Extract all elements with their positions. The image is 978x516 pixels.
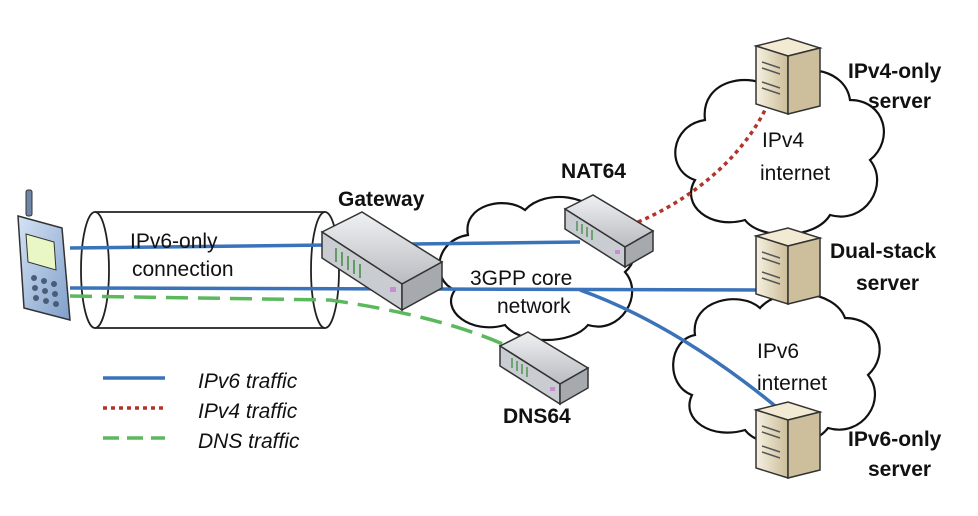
mobile-phone-icon — [17, 189, 71, 321]
nat64-label: NAT64 — [561, 160, 626, 183]
tunnel-label-line2: connection — [132, 258, 234, 281]
dual-stack-server-icon — [753, 227, 823, 306]
ipv4-server-label-line2: server — [868, 90, 931, 113]
legend-label-ipv6: IPv6 traffic — [198, 370, 298, 393]
gateway-router-icon — [320, 211, 444, 312]
core-network-label-line2: network — [497, 295, 571, 318]
ipv6-only-server-icon — [753, 401, 823, 480]
legend-label-ipv4: IPv4 traffic — [198, 400, 298, 423]
ipv6-internet-label-line2: internet — [757, 372, 827, 395]
dual-stack-label-line2: server — [856, 272, 919, 295]
dns-traffic-line — [69, 294, 506, 347]
gateway-label: Gateway — [338, 188, 425, 211]
ipv6-server-label-line2: server — [868, 458, 931, 481]
nat64-router-icon — [563, 194, 655, 269]
ipv4-traffic-line — [637, 109, 767, 224]
cloud-icon — [672, 292, 881, 446]
dual-stack-label-line1: Dual-stack — [830, 240, 937, 263]
ipv4-internet-label-line1: IPv4 — [762, 129, 804, 152]
core-network-label-line1: 3GPP core — [470, 267, 572, 290]
ipv6-line-to-ipv6-server — [579, 288, 782, 412]
dns64-router-icon — [498, 331, 590, 406]
ipv4-only-server-icon — [753, 37, 823, 116]
ipv6-internet-label-line1: IPv6 — [757, 340, 799, 363]
dns64-label: DNS64 — [503, 405, 571, 428]
ipv6-internet-cloud — [672, 292, 881, 446]
tunnel-label-line1: IPv6-only — [130, 230, 218, 253]
ipv4-internet-label-line2: internet — [760, 162, 830, 185]
legend-label-dns: DNS traffic — [198, 430, 300, 453]
legend: IPv6 traffic IPv4 traffic DNS traffic — [103, 370, 300, 453]
ipv6-server-label-line1: IPv6-only — [848, 428, 942, 451]
ipv4-server-label-line1: IPv4-only — [848, 60, 942, 83]
